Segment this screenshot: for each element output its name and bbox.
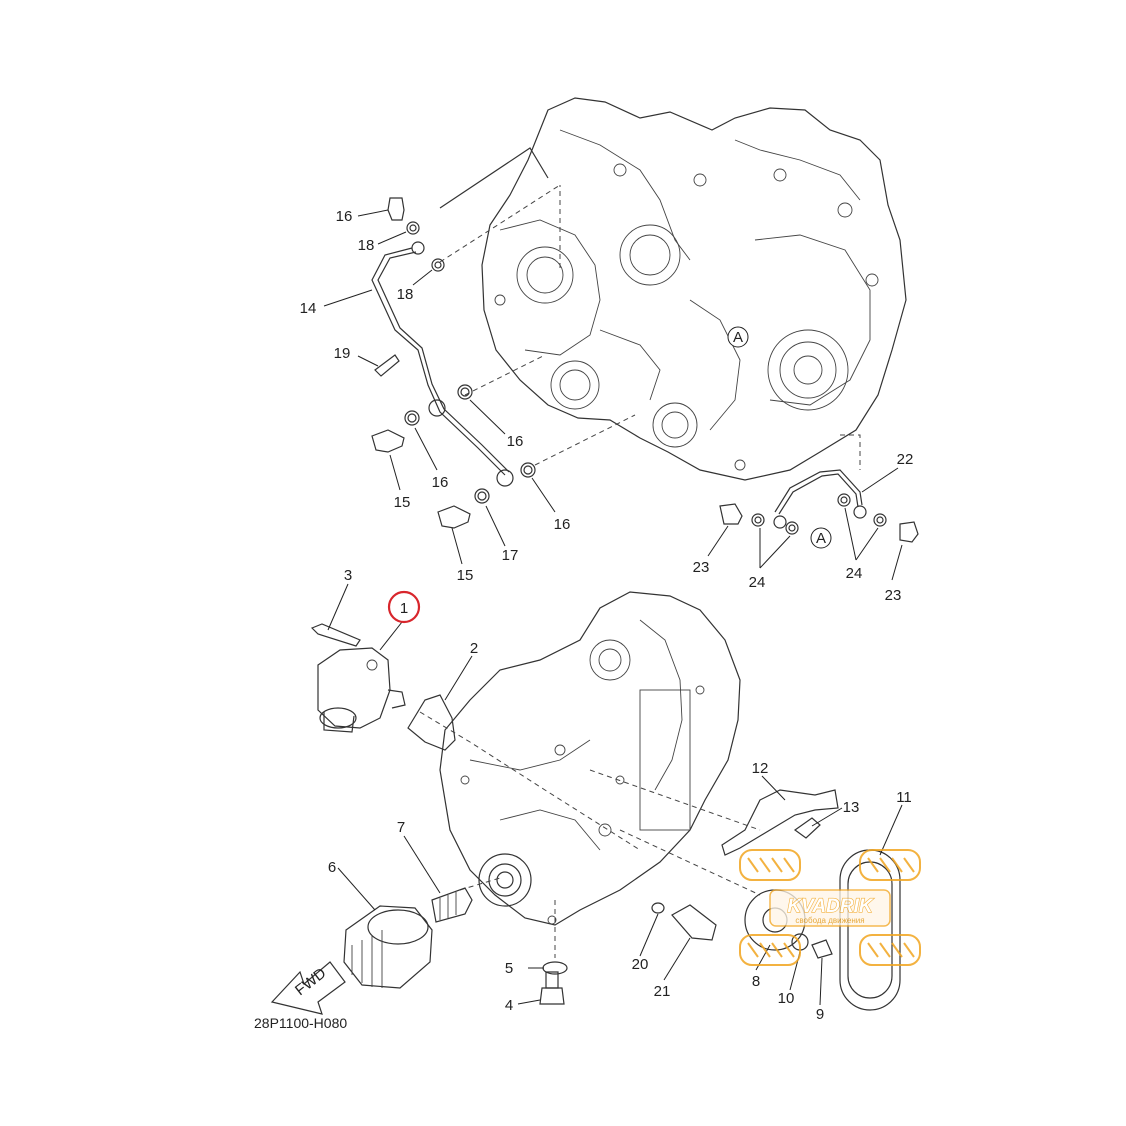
callout-12: 12 — [752, 760, 769, 777]
union-bolts-15 — [371, 429, 471, 529]
oil-pipe-22 — [773, 469, 867, 529]
callouts: 16 18 18 14 19 16 16 15 16 17 15 22 23 2… — [300, 208, 914, 1023]
callout-3: 3 — [344, 567, 352, 584]
callout-16: 16 — [507, 433, 524, 450]
assembly-line — [619, 829, 761, 896]
leader-lines — [323, 209, 903, 1006]
callout-21: 20 — [632, 956, 649, 973]
washers-18 — [406, 221, 445, 272]
fwd-label: FWD — [292, 965, 330, 1000]
callout-10: 10 — [778, 990, 795, 1007]
bolt-17 — [387, 197, 405, 221]
callout-20: 21 — [654, 983, 671, 1000]
assembly-line — [459, 877, 501, 891]
filter-mount-boss — [478, 853, 532, 907]
callout-7: 7 — [397, 819, 405, 836]
washers-24 — [751, 493, 887, 535]
callout-1: 1 — [400, 600, 408, 617]
bolt-9 — [811, 939, 833, 959]
assembly-line — [439, 184, 561, 268]
assembly-line — [419, 711, 641, 851]
watermark-tagline: свобода движения — [795, 916, 864, 925]
oil-pump-1 — [317, 647, 406, 733]
callout-16: 16 — [432, 474, 449, 491]
callout-5: 5 — [505, 960, 513, 977]
assembly-line — [589, 769, 761, 831]
callout-23: 23 — [885, 587, 902, 604]
callout-15: 15 — [457, 567, 474, 584]
union-bolt-7 — [431, 887, 473, 923]
chain-11 — [839, 849, 901, 1011]
ref-marker-a: A — [810, 527, 832, 549]
callout-18: 18 — [397, 286, 414, 303]
fwd-arrow: FWD — [270, 961, 346, 1015]
svg-text:A: A — [816, 530, 826, 547]
callout-18: 18 — [358, 237, 375, 254]
assembly-line — [840, 434, 861, 470]
callout-16: 17 — [502, 547, 519, 564]
assembly-line — [534, 414, 636, 466]
kvadrik-watermark-logo: KVADRIK свобода движения — [739, 849, 921, 966]
callout-15: 15 — [394, 494, 411, 511]
washers-16 — [404, 384, 536, 504]
callout-8: 8 — [752, 973, 760, 990]
callout-2: 2 — [470, 640, 478, 657]
drain-plug-4 — [539, 971, 565, 1005]
oil-filter-6 — [343, 905, 433, 989]
pipe-20 — [671, 904, 717, 941]
callout-24: 24 — [846, 565, 863, 582]
callout-14: 14 — [300, 300, 317, 317]
svg-text:A: A — [733, 329, 743, 346]
bracket-12 — [721, 789, 839, 856]
callout-19: 19 — [334, 345, 351, 362]
oil-pipe-14 — [371, 241, 514, 487]
callout-4: 4 — [505, 997, 513, 1014]
assembly-line — [464, 354, 546, 396]
bolt-3 — [310, 623, 361, 647]
upper-crankcase — [481, 97, 907, 481]
bolt-19 — [374, 354, 400, 377]
bolt-13 — [793, 817, 821, 839]
callout-22: 22 — [897, 451, 914, 468]
ref-marker-a: A — [727, 326, 749, 348]
assembly-bracket — [439, 147, 549, 209]
callout-17: 16 — [336, 208, 353, 225]
highlight-circle — [387, 590, 421, 624]
callout-13: 13 — [843, 799, 860, 816]
watermark-brand: KVADRIK — [787, 896, 873, 917]
callout-6: 6 — [328, 859, 336, 876]
callout-23: 23 — [693, 559, 710, 576]
callout-9: 9 — [816, 1006, 824, 1023]
union-bolts-23 — [719, 503, 919, 543]
lower-crankcase — [439, 591, 741, 926]
drawing-code: 28P1100-H080 — [254, 1015, 347, 1031]
callout-16: 16 — [554, 516, 571, 533]
o-ring-21 — [651, 902, 665, 914]
callout-24: 24 — [749, 574, 766, 591]
callout-11: 11 — [896, 789, 912, 806]
gasket-2 — [407, 694, 456, 751]
